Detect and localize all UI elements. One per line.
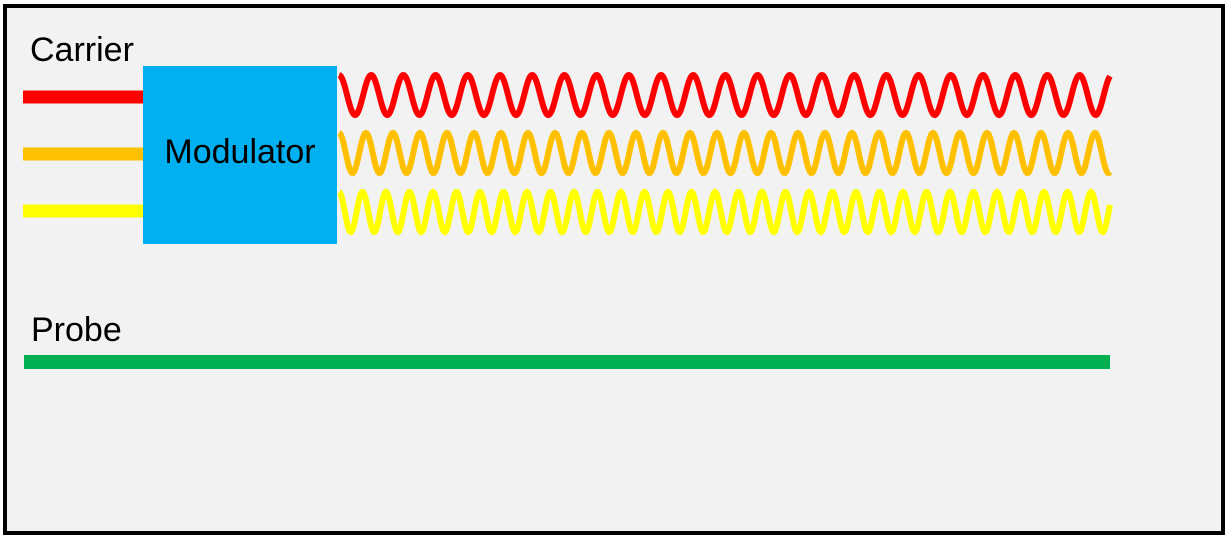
modulated-wave-red (337, 71, 1113, 119)
modulator-box (143, 66, 337, 244)
modulated-wave-orange (337, 129, 1113, 176)
modulated-wave-yellow (337, 188, 1113, 236)
probe-label: Probe (31, 311, 122, 349)
modulator-label: Modulator (164, 133, 315, 171)
carrier-label: Carrier (30, 31, 134, 69)
